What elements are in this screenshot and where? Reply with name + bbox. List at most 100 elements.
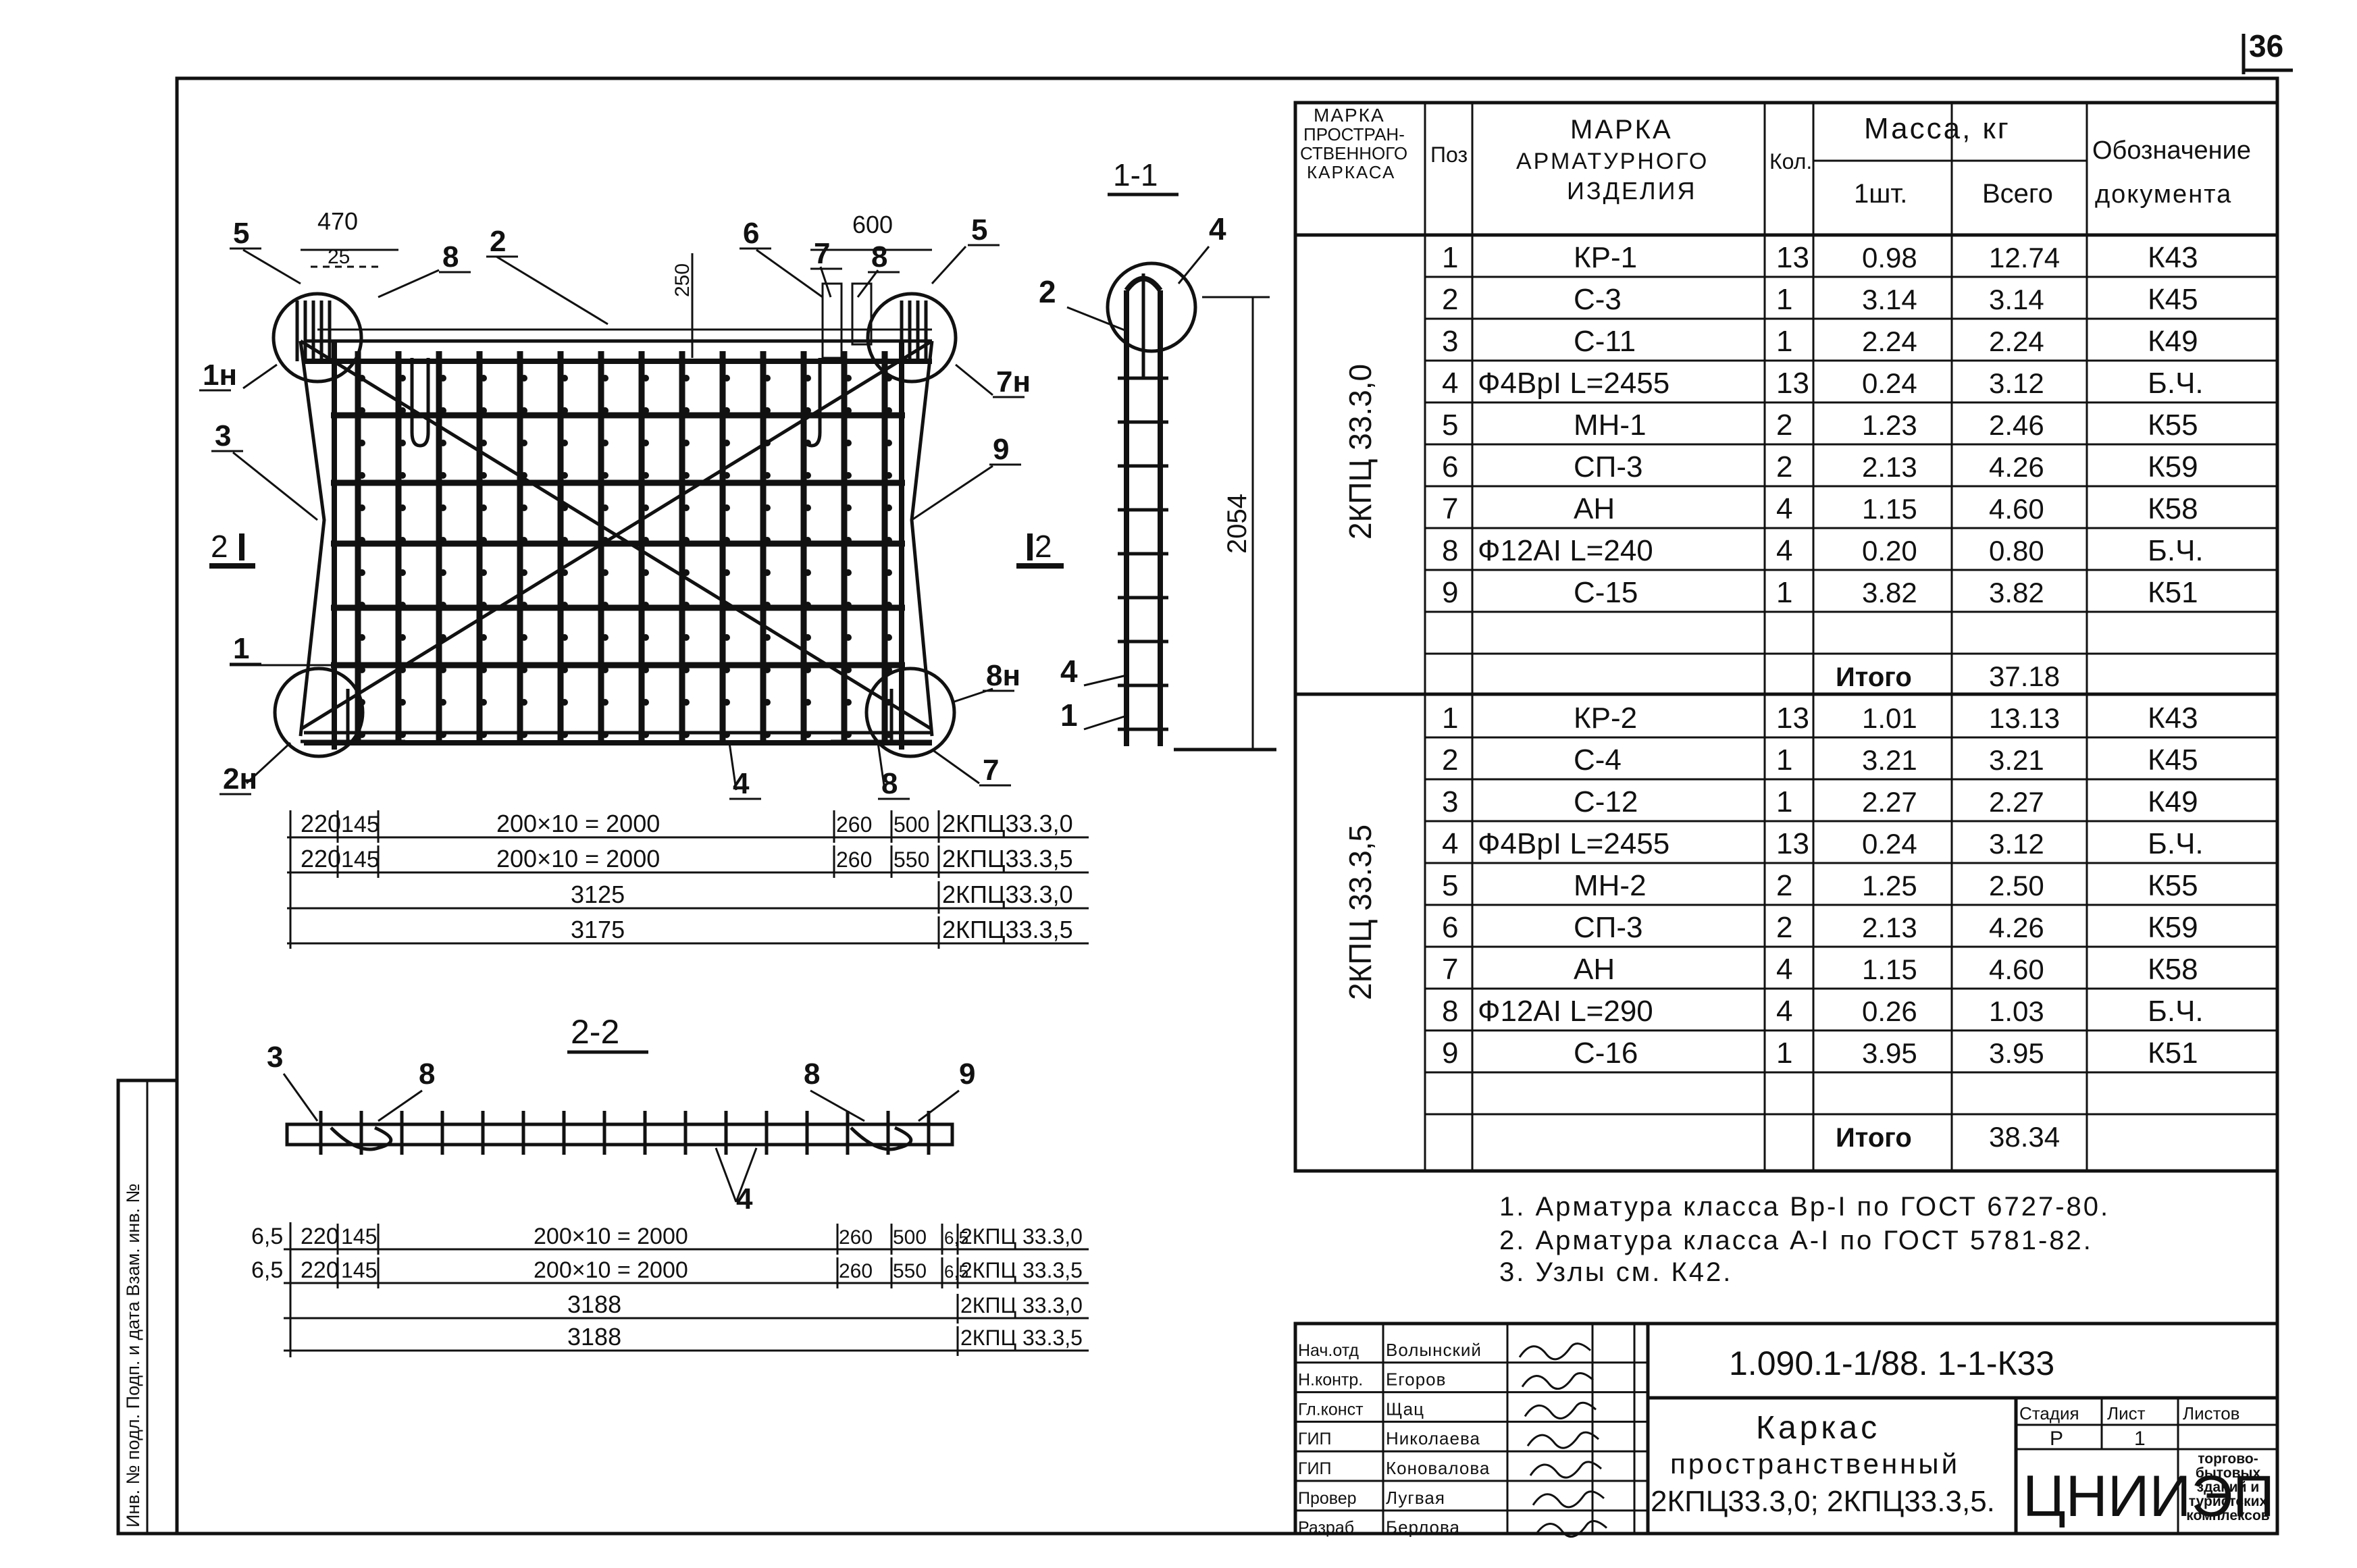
dim-d: 500 — [893, 1226, 927, 1249]
group-total-label: Итого — [1836, 1123, 1912, 1153]
detail-circle-1n — [271, 292, 363, 384]
title-line-2: пространственный — [1670, 1448, 1960, 1480]
row-unit: 0.26 — [1862, 995, 1917, 1027]
org-logo: ЦНИИЭП — [2023, 1464, 2275, 1529]
row-unit: 2.13 — [1862, 451, 1917, 483]
dim-total: 3188 — [567, 1323, 621, 1351]
row-pos: 6 — [1442, 450, 1458, 484]
row-item: СП-3 — [1574, 911, 1643, 944]
dim-a: 220 — [301, 1257, 339, 1283]
row-qty: 4 — [1776, 995, 1792, 1028]
row-qty: 4 — [1776, 953, 1792, 986]
row-doc: К43 — [2148, 702, 2198, 735]
callout-sec2: 8 — [419, 1057, 435, 1091]
row-pos: 6 — [1442, 911, 1458, 944]
hdr-frame-mark-4: КАРКАСА — [1307, 162, 1395, 182]
dim-600: 600 — [852, 211, 893, 238]
row-item: С-3 — [1574, 283, 1622, 316]
dim-a: 220 — [301, 1224, 339, 1249]
row-doc: К45 — [2148, 283, 2198, 316]
row-doc: К51 — [2148, 1037, 2198, 1070]
row-pos: 9 — [1442, 1037, 1458, 1070]
row-unit: 3.14 — [1862, 284, 1917, 315]
row-total: 3.14 — [1989, 284, 2044, 315]
dim-c: 260 — [839, 1260, 873, 1282]
row-total: 1.03 — [1989, 995, 2044, 1027]
height-dim: 2054 — [1222, 494, 1252, 554]
row-doc: К59 — [2148, 450, 2198, 484]
row-total: 3.12 — [1989, 828, 2044, 860]
row-total: 2.24 — [1989, 325, 2044, 357]
dim-mark: 2КПЦ33.3,0 — [942, 810, 1073, 837]
callout: 3 — [215, 419, 231, 452]
row-item: КР-1 — [1574, 241, 1637, 274]
callout-sec2: 4 — [736, 1182, 753, 1216]
dim-25: 25 — [328, 246, 350, 268]
org-subtitle: торгово-бытовых зданий и туристских комп… — [2186, 1452, 2270, 1523]
note-1: 1. Арматура класса Вр-I по ГОСТ 6727-80. — [1499, 1192, 2110, 1222]
row-total: 4.60 — [1989, 493, 2044, 525]
section-marks: 2 2 — [209, 529, 1064, 569]
detail-circle-7n — [866, 292, 958, 384]
row-item: С-15 — [1574, 576, 1638, 609]
row-item: Ф4ВрI L=2455 — [1478, 367, 1669, 400]
hdr-mass-unit: 1шт. — [1854, 179, 1907, 209]
sheets-label: Листов — [2183, 1403, 2239, 1423]
section-arrow-left: 2 — [211, 529, 228, 564]
callout: 5 — [233, 217, 249, 250]
row-total: 4.26 — [1989, 912, 2044, 943]
dim-total-mark: 2КПЦ 33.3,0 — [960, 1293, 1083, 1317]
title-line-3: 2КПЦ33.3,0; 2КПЦ33.3,5. — [1651, 1485, 1995, 1518]
row-pos: 4 — [1442, 367, 1458, 400]
row-total: 3.95 — [1989, 1037, 2044, 1069]
callout: 9 — [993, 433, 1009, 466]
callout: 7н — [996, 365, 1031, 398]
dim-mid: 200×10 = 2000 — [534, 1224, 688, 1249]
callout-side: 4 — [1209, 211, 1226, 246]
tb-name: Николаева — [1386, 1428, 1480, 1448]
note-2: 2. Арматура класса А-I по ГОСТ 5781-82. — [1499, 1226, 2093, 1255]
dim-mark: 2КПЦ33.3,5 — [942, 845, 1073, 872]
row-total: 2.46 — [1989, 409, 2044, 441]
dim-c: 260 — [839, 1226, 873, 1249]
callout: 8 — [871, 240, 887, 273]
tb-role: ГИП — [1298, 1459, 1331, 1478]
dim-mid: 200×10 = 2000 — [496, 845, 660, 872]
callout: 8н — [986, 659, 1020, 692]
dim-total: 3125 — [571, 881, 625, 908]
doc-code: 1.090.1-1/88. 1-1-К33 — [1729, 1344, 2054, 1382]
stage-value: Р — [2050, 1428, 2063, 1450]
row-qty: 1 — [1776, 1037, 1792, 1070]
row-doc: К58 — [2148, 953, 2198, 986]
row-total: 2.50 — [1989, 870, 2044, 901]
row-unit: 3.95 — [1862, 1037, 1917, 1069]
detail-circle-2n — [273, 667, 365, 758]
row-item: Ф12АI L=240 — [1478, 534, 1653, 567]
row-unit: 3.21 — [1862, 744, 1917, 776]
dim-mid: 200×10 = 2000 — [496, 810, 660, 837]
row-pos: 2 — [1442, 283, 1458, 316]
dim-c: 260 — [836, 812, 872, 837]
callout: 8 — [442, 240, 459, 273]
callout: 1н — [203, 359, 237, 392]
dim-lead: 6,5 — [251, 1257, 283, 1283]
row-doc: К59 — [2148, 911, 2198, 944]
tb-role: Гл.конст — [1298, 1400, 1364, 1419]
dim-a: 220 — [301, 810, 341, 837]
row-pos: 7 — [1442, 953, 1458, 986]
row-doc: К58 — [2148, 492, 2198, 525]
row-pos: 7 — [1442, 492, 1458, 525]
callout: 5 — [971, 213, 987, 246]
row-pos: 4 — [1442, 827, 1458, 860]
dim-b: 145 — [341, 1258, 377, 1282]
dim-mark: 2КПЦ 33.3,0 — [960, 1224, 1083, 1249]
row-doc: Б.Ч. — [2148, 534, 2204, 567]
row-pos: 3 — [1442, 325, 1458, 358]
row-pos: 5 — [1442, 869, 1458, 902]
row-doc: К55 — [2148, 409, 2198, 442]
row-qty: 13 — [1776, 702, 1809, 735]
row-unit: 1.25 — [1862, 870, 1917, 901]
row-item: С-11 — [1574, 325, 1636, 358]
row-unit: 3.82 — [1862, 577, 1917, 608]
